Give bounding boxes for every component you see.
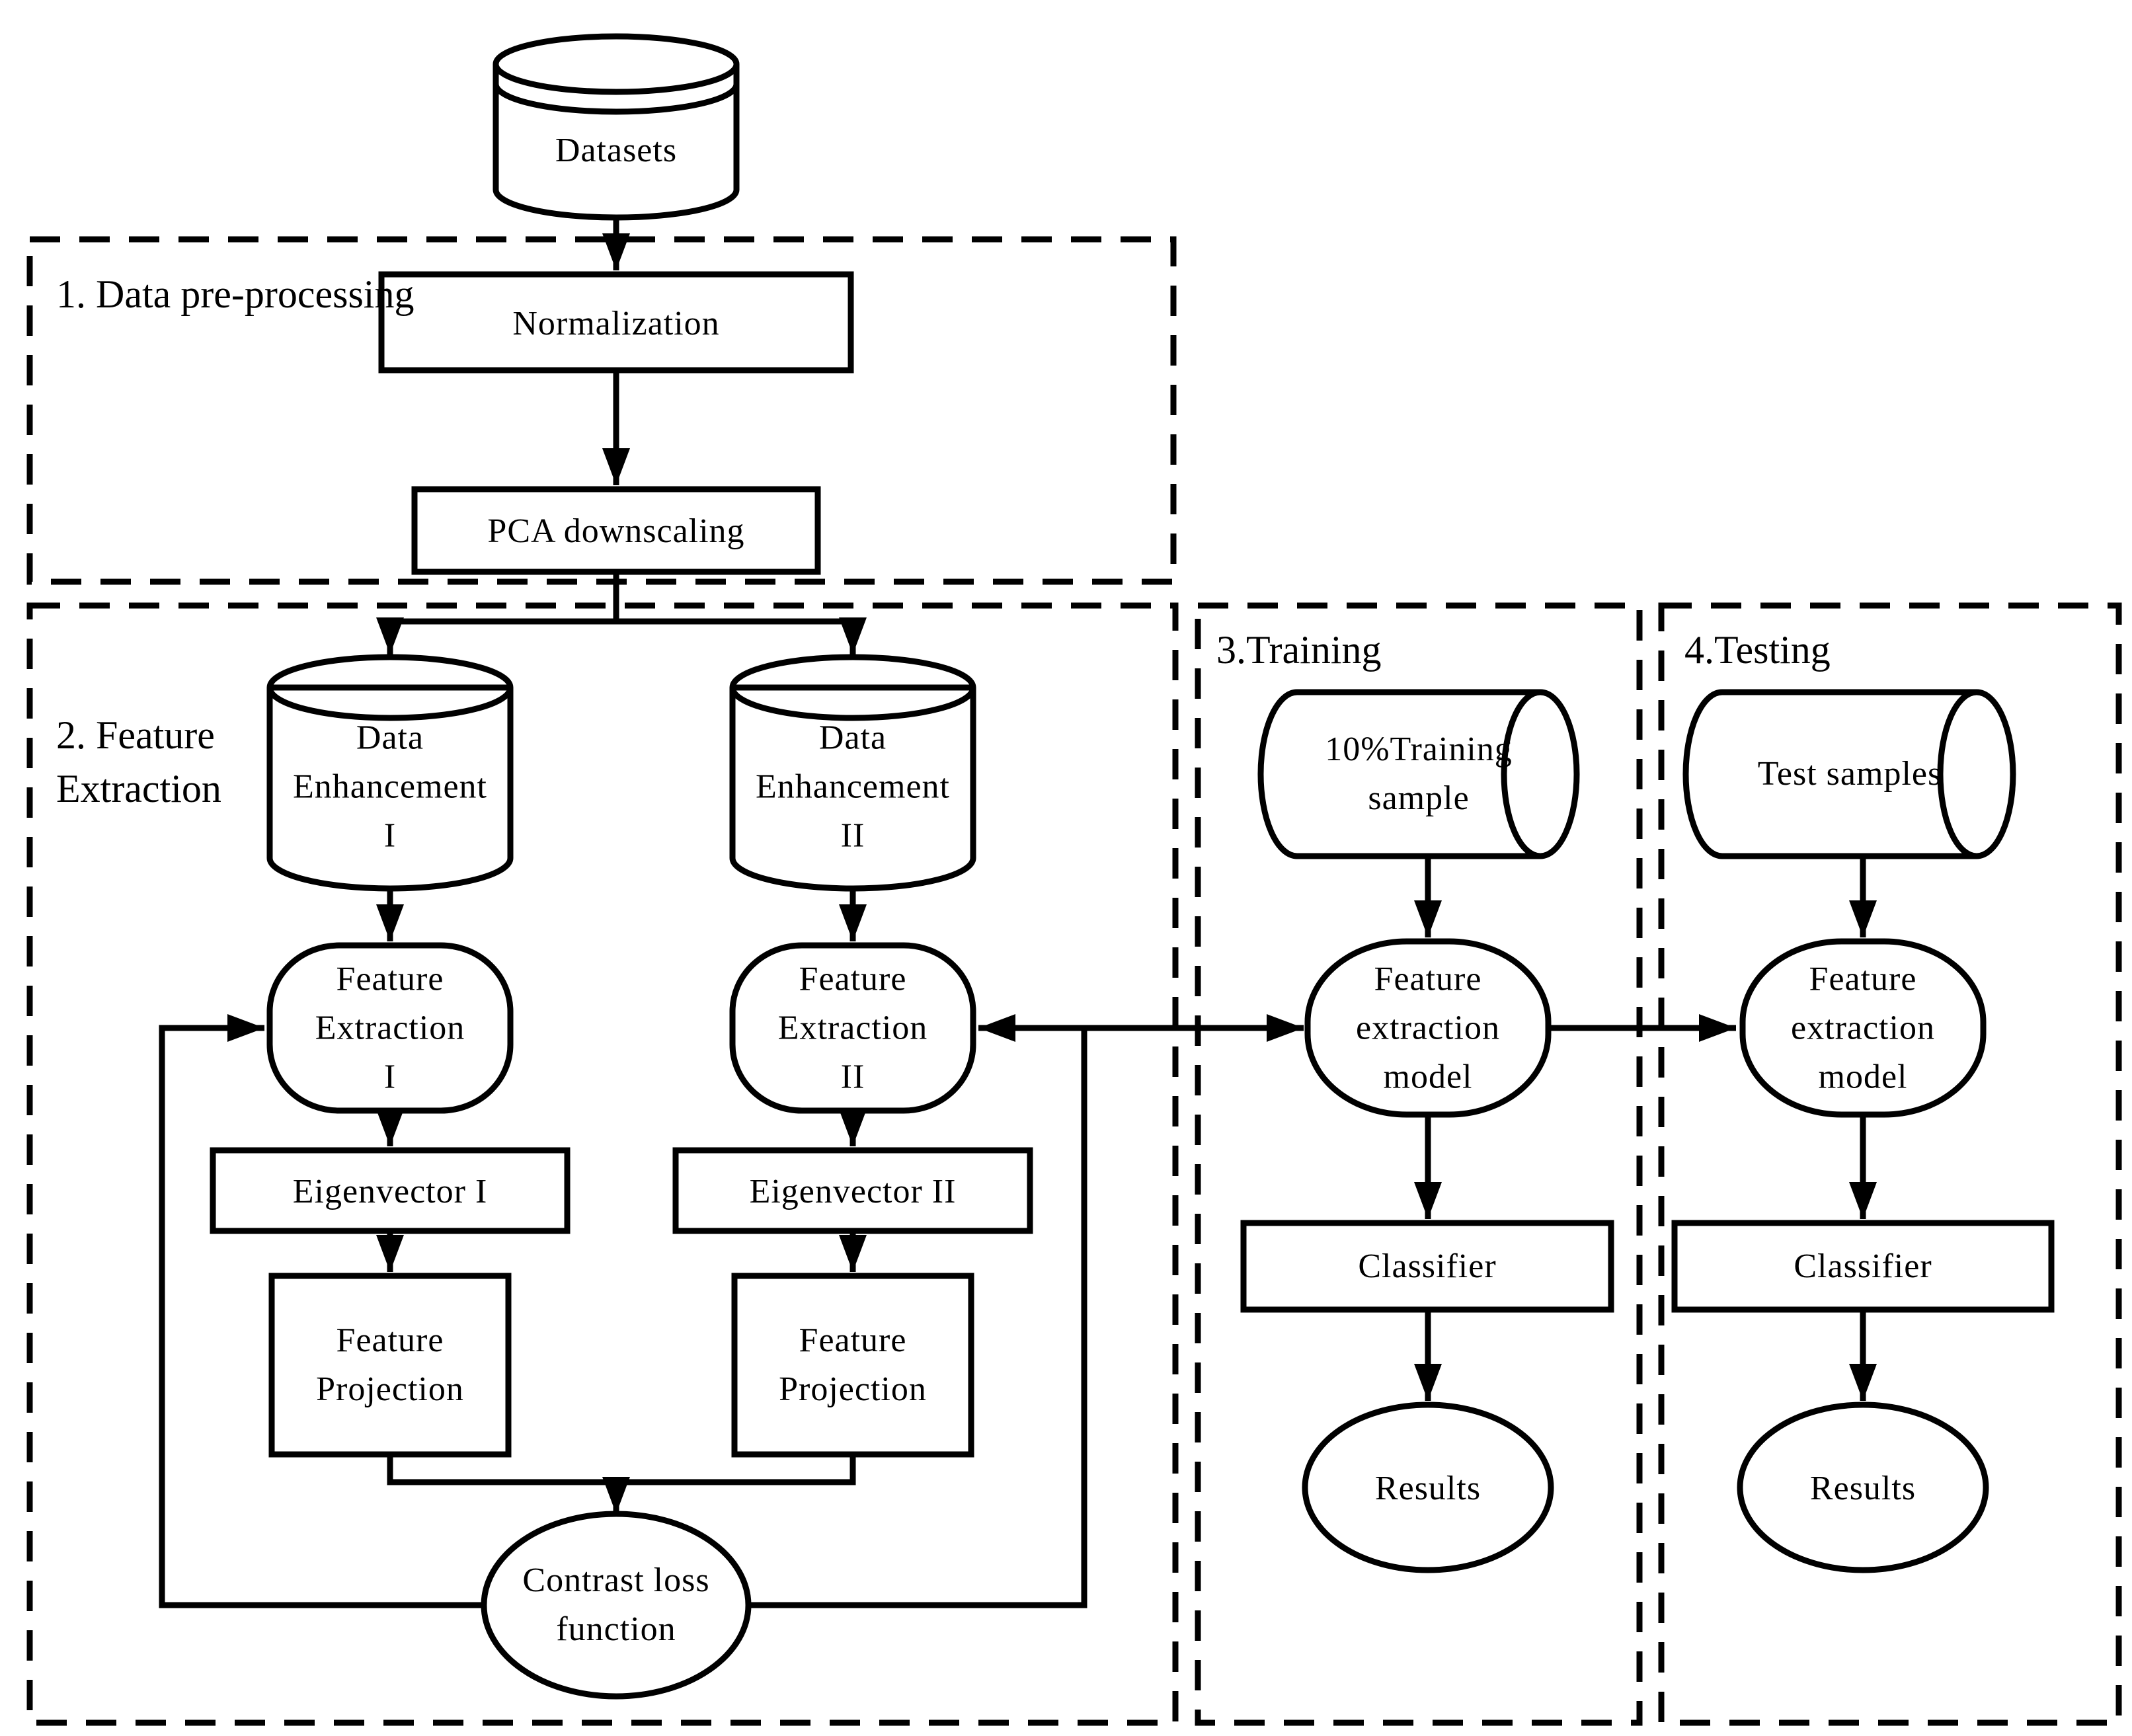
section-label-feature-extraction: 2. Feature Extraction xyxy=(56,713,221,810)
feature-extraction-1-node xyxy=(266,942,514,1114)
training-results-label: Results xyxy=(1374,1470,1481,1508)
data-enhancement-1-body xyxy=(266,688,514,892)
training-classifier-box xyxy=(1240,1220,1614,1313)
training-classifier-label: Classifier xyxy=(1358,1247,1497,1286)
feature-projection-2-label: Feature Projection xyxy=(779,1322,927,1408)
training-results-ellipse xyxy=(1302,1401,1554,1573)
eigenvector-1-label: Eigenvector I xyxy=(292,1173,488,1211)
section-preprocessing-border xyxy=(26,236,1177,585)
test-samples-cap xyxy=(1937,689,1977,859)
feature-projection-1-label: Feature Projection xyxy=(316,1322,464,1408)
feature-extraction-2-node xyxy=(729,942,976,1114)
feature-projection-2-box xyxy=(731,1273,974,1458)
datasets-cylinder-top xyxy=(493,33,740,95)
contrast-loss-ellipse xyxy=(481,1511,752,1700)
test-classifier-label: Classifier xyxy=(1794,1247,1932,1286)
pca-downscaling-box xyxy=(411,486,821,575)
data-enhancement-1-cylinder xyxy=(266,654,514,892)
eigenvector-1-box xyxy=(210,1147,571,1234)
training-model-label: Feature extraction model xyxy=(1356,960,1500,1095)
section-label-preprocessing: 1. Data pre-processing xyxy=(56,272,415,316)
data-enhancement-2-label: Data Enhancement II xyxy=(756,719,950,854)
section-testing-border xyxy=(1658,602,2122,1726)
test-samples-label: Test samples xyxy=(1757,755,1942,793)
datasets-cylinder-body xyxy=(493,64,740,221)
training-sample-cap xyxy=(1501,689,1541,859)
data-enhancement-1-label: Data Enhancement I xyxy=(293,719,487,854)
training-sample-cylinder xyxy=(1257,689,1580,859)
normalization-box xyxy=(378,271,854,374)
training-feature-extraction-model-node xyxy=(1304,938,1552,1118)
test-results-label: Results xyxy=(1809,1470,1916,1508)
arrow-contrast-loss-to-extraction-1 xyxy=(159,1014,484,1608)
data-enhancement-2-body xyxy=(729,688,976,892)
connector-pca-split xyxy=(390,572,853,625)
section-feature-extraction-border xyxy=(26,602,1179,1726)
test-results-ellipse xyxy=(1737,1401,1989,1573)
datasets-cylinder xyxy=(493,33,740,221)
feature-extraction-1-label: Feature Extraction I xyxy=(315,960,465,1095)
section-training-border xyxy=(1195,602,1643,1726)
contrast-loss-label: Contrast loss function xyxy=(522,1561,710,1648)
datasets-cylinder-ring xyxy=(493,83,740,115)
test-feature-extraction-model-node xyxy=(1739,938,1987,1118)
feature-extraction-2-label: Feature Extraction II xyxy=(777,960,928,1095)
normalization-label: Normalization xyxy=(512,305,720,343)
data-enhancement-2-cylinder xyxy=(729,654,976,892)
section-label-testing: 4.Testing xyxy=(1684,628,1831,672)
test-model-label: Feature extraction model xyxy=(1791,960,1935,1095)
feature-projection-1-box xyxy=(268,1273,512,1458)
section-label-training: 3.Training xyxy=(1216,628,1382,672)
test-samples-cylinder xyxy=(1682,689,2016,859)
eigenvector-2-label: Eigenvector II xyxy=(749,1173,957,1211)
datasets-label: Datasets xyxy=(555,132,678,170)
training-sample-label: 10%Training sample xyxy=(1325,730,1513,817)
connector-contrast-loss-right-loop xyxy=(748,1028,1087,1608)
pca-downscaling-label: PCA downscaling xyxy=(487,512,745,551)
connector-projection-join xyxy=(387,1454,856,1485)
eigenvector-2-box xyxy=(672,1147,1033,1234)
test-classifier-box xyxy=(1671,1220,2055,1313)
